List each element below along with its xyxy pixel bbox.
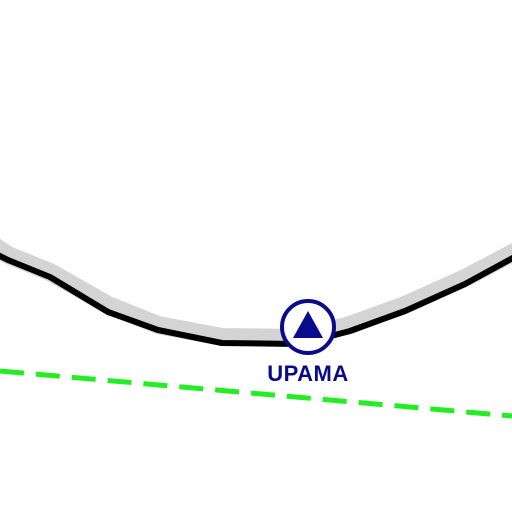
waypoint-label: UPAMA bbox=[267, 361, 349, 386]
waypoint-upama[interactable]: UPAMA bbox=[267, 299, 349, 386]
route-line bbox=[0, 252, 512, 347]
route-halo bbox=[0, 238, 512, 347]
dashed-boundary-line bbox=[0, 368, 512, 419]
triangle-in-circle-icon bbox=[280, 299, 336, 355]
